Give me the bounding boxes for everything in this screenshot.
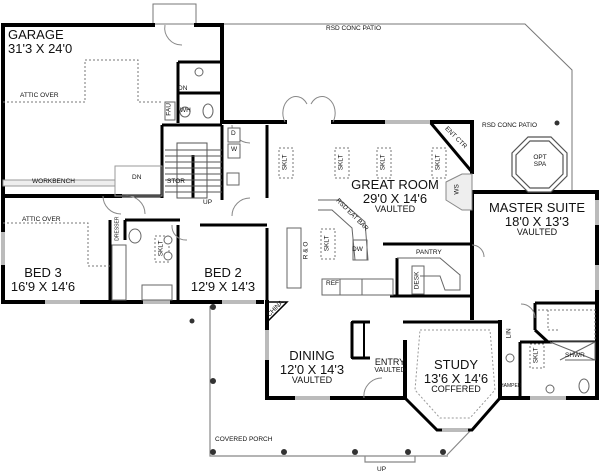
porch-up-label: UP <box>377 466 387 473</box>
skylight-label: SKLT <box>323 235 331 252</box>
skylight-label: SKLT <box>281 154 289 171</box>
attic-over-bed3-label: ATTIC OVER <box>22 216 61 223</box>
bed3-size: 16'9 X 14'6 <box>10 278 76 294</box>
room-master-suite: MASTER SUITE 18'0 X 13'3 VAULTED <box>482 201 592 238</box>
room-garage: GARAGE 31'3 X 24'0 <box>8 28 72 55</box>
dishwasher-label: DW <box>352 246 363 253</box>
laundry <box>226 127 241 186</box>
windows <box>1 120 599 432</box>
bed2-size: 12'9 X 14'3 <box>190 278 256 294</box>
dryer-label: D <box>231 130 236 137</box>
master-suite-size: 18'0 X 13'3 <box>504 213 570 229</box>
desk-label: DESK <box>413 271 421 290</box>
great-room-name: GREAT ROOM <box>351 177 439 192</box>
garage-bath <box>164 67 214 121</box>
kitchen-counters <box>286 199 394 296</box>
garage-step <box>114 165 163 197</box>
bed3-name: BED 3 <box>24 265 62 280</box>
water-heater-label: WH <box>180 107 191 114</box>
master-suite-name: MASTER SUITE <box>488 200 586 215</box>
range-oven-label: R & O <box>302 241 310 260</box>
spa <box>511 136 568 193</box>
master-bath <box>505 341 596 394</box>
study-bay <box>403 396 502 432</box>
hamper-label: HAMPER <box>500 383 522 389</box>
skylight-label: SKLT <box>434 154 442 171</box>
room-bed2: BED 2 12'9 X 14'3 <box>188 266 258 293</box>
opt-label: OPT <box>533 154 547 161</box>
patio-top-label: RSD CONC PATIO <box>326 25 382 32</box>
wet-bar <box>445 173 473 211</box>
stairs <box>165 142 222 199</box>
room-bed3: BED 3 16'9 X 14'6 <box>8 266 78 293</box>
garage-name: GARAGE <box>8 27 64 42</box>
china-cabinet <box>266 301 289 323</box>
dresser-label: DRESSER <box>114 216 121 241</box>
room-entry: ENTRY VAULTED <box>370 357 410 375</box>
bed2-name: BED 2 <box>204 265 242 280</box>
entry-note: VAULTED <box>374 367 406 375</box>
opt-spa-label: OPT SPA <box>528 154 552 169</box>
skylight-label: SKLT <box>379 154 387 171</box>
stairs-up-label: UP <box>203 199 213 206</box>
covered-porch-label: COVERED PORCH <box>215 436 273 443</box>
spa-label: SPA <box>533 160 547 168</box>
porch-posts <box>189 120 560 455</box>
linen-label: LIN <box>505 328 513 339</box>
great-room-size: 29'0 X 14'6 <box>362 190 428 206</box>
room-great-room: GREAT ROOM 29'0 X 14'6 VAULTED <box>330 178 460 215</box>
wet-bar-label: WS <box>453 184 461 195</box>
dining-name: DINING <box>289 348 335 363</box>
study-size: 13'6 X 14'6 <box>423 370 489 386</box>
skylight-label: SKLT <box>157 240 165 257</box>
patio-right-label: RSD CONC PATIO <box>482 122 538 129</box>
dining-size: 12'0 X 14'3 <box>279 361 345 377</box>
study-coffer <box>414 329 496 419</box>
pantry-label: PANTRY <box>416 249 442 256</box>
master-suite-note: VAULTED <box>516 227 558 238</box>
shower-label: SHWR <box>565 352 585 359</box>
storage-label: STOR <box>167 178 185 185</box>
dn-laundry-label: DN <box>178 85 188 92</box>
hall-bath <box>111 228 173 301</box>
doors <box>102 24 536 399</box>
great-room-note: VAULTED <box>374 204 416 215</box>
refrigerator-label: REF <box>326 280 339 287</box>
porch-outline <box>209 306 473 463</box>
master-closet <box>538 309 596 340</box>
skylight-label: SKLT <box>532 347 540 364</box>
pantry <box>397 257 461 295</box>
skylight-label: SKLT <box>337 154 345 171</box>
attic-dashed <box>3 59 162 267</box>
room-study: STUDY 13'6 X 14'6 COFFERED <box>414 358 498 395</box>
study-name: STUDY <box>433 357 479 372</box>
entry-name: ENTRY <box>374 357 406 367</box>
entry-closet <box>351 321 365 359</box>
workbench-label: WORKBENCH <box>32 178 75 185</box>
skylights <box>154 147 545 369</box>
attic-over-garage-label: ATTIC OVER <box>20 92 59 99</box>
patio-outline <box>152 3 573 192</box>
exterior-walls <box>1 23 599 400</box>
dining-note: VAULTED <box>291 375 333 386</box>
room-dining: DINING 12'0 X 14'3 VAULTED <box>272 349 352 386</box>
fau-label: FAU <box>165 103 173 116</box>
study-note: COFFERED <box>431 384 481 395</box>
garage-size: 31'3 X 24'0 <box>8 40 73 56</box>
dn-garage-label: DN <box>132 174 142 181</box>
washer-label: W <box>231 146 238 153</box>
